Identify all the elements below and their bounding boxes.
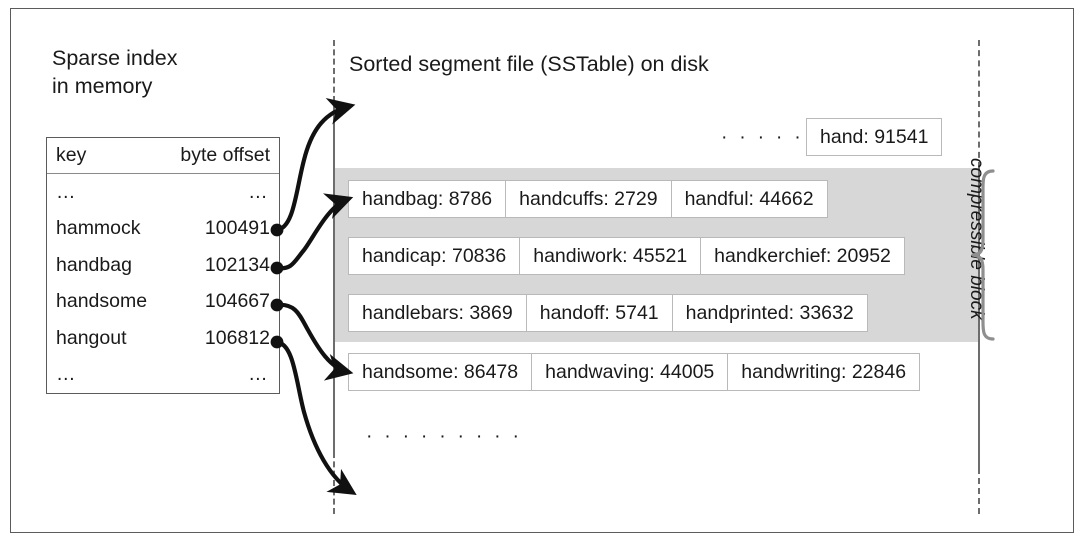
index-row-key: hangout	[56, 326, 127, 349]
index-row-offset: …	[248, 363, 270, 386]
index-row-key: …	[56, 180, 78, 203]
index-row-offset: 106812	[204, 326, 270, 349]
segment-row: handsome: 86478 handwaving: 44005 handwr…	[348, 353, 921, 391]
index-row-offset: 104667	[204, 290, 270, 313]
index-table-header-row: key byte offset	[47, 138, 279, 174]
compressible-block-label: compressible block	[966, 158, 987, 320]
index-row-offset: 100491	[204, 217, 270, 240]
segment-entry-hand: hand: 91541	[806, 118, 943, 156]
segment-row: handbag: 8786 handcuffs: 2729 handful: 4…	[348, 180, 828, 218]
segment-cell: handsome: 86478	[349, 354, 533, 390]
sparse-index-caption: Sparse index in memory	[52, 46, 178, 99]
left-boundary-rail-top	[333, 40, 335, 102]
index-row-key: handsome	[56, 290, 148, 313]
segment-cell: hand: 91541	[820, 125, 929, 148]
segment-bottom-dots: · · · · · · · · ·	[366, 425, 523, 447]
segment-cell: handkerchief: 20952	[714, 244, 891, 267]
segment-cell: handicap: 70836	[349, 238, 521, 274]
index-row: hammock 100491	[47, 211, 279, 248]
index-row-key: hammock	[56, 217, 141, 240]
segment-cell: handwriting: 22846	[741, 360, 907, 383]
index-row: handbag 102134	[47, 247, 279, 284]
segment-row: handicap: 70836 handiwork: 45521 handker…	[348, 237, 905, 275]
segment-cell: handoff: 5741	[527, 295, 673, 331]
index-row: handsome 104667	[47, 284, 279, 321]
segment-cell: handlebars: 3869	[349, 295, 527, 331]
right-boundary-rail-bottom	[978, 468, 980, 514]
sstable-caption: Sorted segment file (SSTable) on disk	[349, 52, 709, 76]
segment-cell: handprinted: 33632	[685, 301, 854, 324]
index-row-offset: 102134	[204, 253, 270, 276]
segment-cell: handbag: 8786	[349, 181, 507, 217]
left-boundary-rail-middle	[333, 102, 335, 452]
index-row: … …	[47, 357, 279, 394]
index-row-key: handbag	[56, 253, 132, 276]
segment-cell: handwaving: 44005	[532, 354, 729, 390]
index-row-key: …	[56, 363, 78, 386]
index-row-offset: …	[248, 180, 270, 203]
right-boundary-rail-top	[978, 40, 980, 168]
segment-cell: handiwork: 45521	[520, 238, 702, 274]
index-row: hangout 106812	[47, 320, 279, 357]
index-col-byte-offset: byte offset	[180, 144, 270, 166]
left-boundary-rail-bottom	[333, 452, 335, 514]
sparse-index-table: key byte offset … … hammock 100491 handb…	[46, 137, 280, 394]
index-row: … …	[47, 174, 279, 211]
index-col-key: key	[56, 144, 87, 166]
segment-cell: handful: 44662	[684, 187, 814, 210]
segment-cell: handcuffs: 2729	[506, 181, 672, 217]
segment-row: handlebars: 3869 handoff: 5741 handprint…	[348, 294, 868, 332]
